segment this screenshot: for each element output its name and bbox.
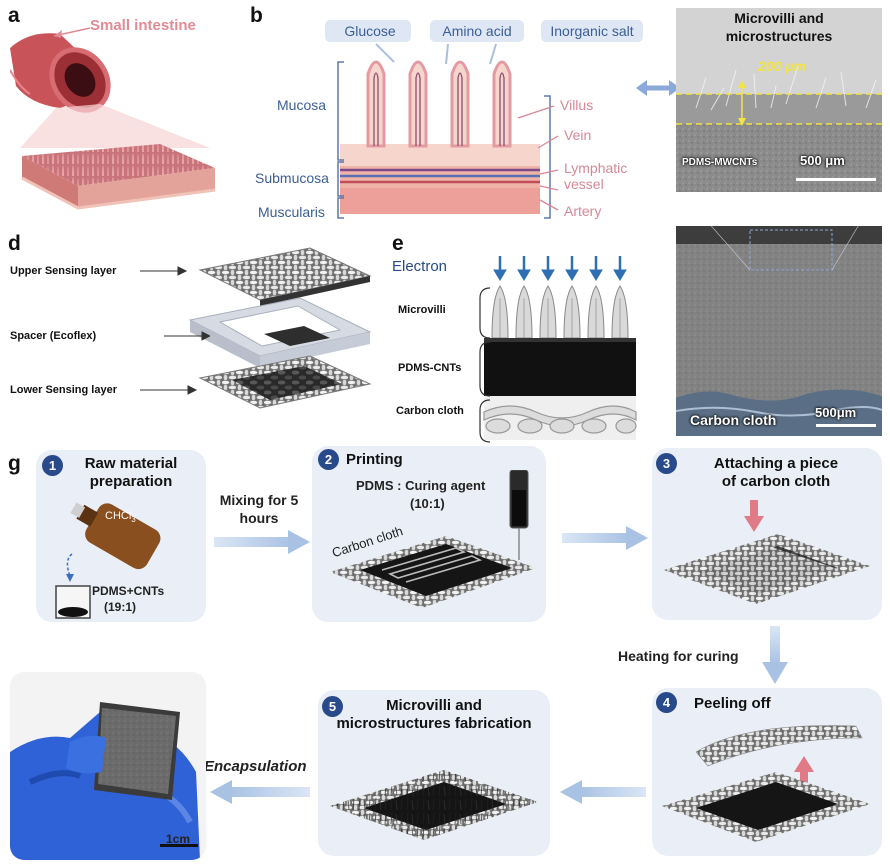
- sem-image-c: [676, 8, 882, 192]
- pdms-mwcnts-label: PDMS-MWCNTs: [682, 157, 758, 168]
- photo-scale-label: 1cm: [166, 832, 191, 846]
- step-1-title-2: preparation: [89, 473, 173, 490]
- panel-c-sem: [676, 8, 882, 192]
- microvilli-layer-label: Microvilli: [398, 304, 446, 316]
- panel-label-e: e: [392, 232, 404, 255]
- step-5-badge: 5: [322, 696, 343, 717]
- step-4-title: Peeling off: [694, 695, 771, 712]
- sem-image-f: [675, 185, 883, 436]
- small-intestine-label: Small intestine: [90, 17, 196, 34]
- height-measure-label: 200 μm: [758, 58, 807, 74]
- panel-d-exploded-view: [180, 240, 380, 420]
- panel-b: [258, 14, 648, 228]
- villus-cross-section: [325, 20, 643, 219]
- heating-label: Heating for curing: [618, 648, 739, 664]
- submucosa-label: Submucosa: [255, 170, 329, 186]
- printing-illustration: [330, 470, 536, 608]
- amino-acid-label: Amino acid: [442, 23, 512, 39]
- lymphatic-label-2: vessel: [564, 176, 604, 192]
- step-5-title-1: Microvilli and: [386, 697, 482, 714]
- gloved-hand-holding-sensor: [10, 672, 206, 860]
- step-2-badge: 2: [318, 449, 339, 470]
- panel-c-title-1: Microvilli and: [734, 10, 824, 26]
- scale-label-f: 500μm: [815, 405, 857, 420]
- lymphatic-label-1: Lymphatic: [564, 160, 628, 176]
- step-1-badge: 1: [42, 455, 63, 476]
- panel-e-braces: [479, 287, 491, 443]
- panel-f-sem: [675, 185, 883, 436]
- electrode-stack-illustration: [483, 256, 637, 440]
- scale-label-c: 500 μm: [800, 153, 845, 168]
- syringe-ratio-label-1: PDMS : Curing agent: [356, 478, 486, 493]
- spacer-label: Spacer (Ecoflex): [10, 330, 97, 342]
- carbon-cloth-sem-label: Carbon cloth: [690, 412, 777, 428]
- mucosa-label: Mucosa: [277, 97, 327, 113]
- device-photo: [10, 672, 206, 860]
- villus-label: Villus: [560, 97, 594, 113]
- mixing-label-1: Mixing for 5: [219, 492, 299, 508]
- step-4-badge: 4: [656, 692, 677, 713]
- step-3-title-1: Attaching a piece: [713, 455, 839, 472]
- attach-cloth-illustration: [664, 500, 870, 604]
- mixing-label-2: hours: [239, 510, 279, 526]
- step-3-title-2: of carbon cloth: [721, 473, 831, 490]
- panel-label-d: d: [8, 232, 21, 255]
- beaker-label-2: (19:1): [104, 600, 137, 614]
- muscularis-label: Muscularis: [258, 204, 325, 220]
- vein-label: Vein: [564, 127, 592, 143]
- organ-pointer-arrow: [53, 27, 91, 38]
- inorganic-salt-label: Inorganic salt: [550, 23, 634, 39]
- electron-label: Electron: [392, 258, 448, 275]
- panel-d-pointer-arrows: [140, 266, 210, 395]
- step-2-title: Printing: [346, 451, 403, 468]
- microvilli-fabrication-illustration: [330, 770, 538, 840]
- small-intestine-illustration: [9, 33, 216, 210]
- panel-label-g: g: [8, 452, 21, 475]
- mixing-arrow-icon: [214, 530, 310, 554]
- step-1-title-1: Raw material: [84, 455, 178, 472]
- chcl3-bottle-and-beaker: [55, 502, 161, 619]
- heating-arrow-icon: [762, 626, 788, 684]
- arrow-4-to-5-icon: [560, 780, 646, 804]
- step-3-badge: 3: [656, 453, 677, 474]
- arrow-2-to-3-icon: [562, 526, 648, 550]
- encapsulation-label: Encapsulation: [204, 758, 307, 775]
- panel-c-title-2: microstructures: [725, 28, 833, 44]
- double-arrow-icon: [636, 80, 680, 96]
- pdms-cnts-layer-label: PDMS-CNTs: [398, 362, 462, 374]
- syringe-ratio-label-2: (10:1): [410, 496, 445, 511]
- step-5-title-2: microstructures fabrication: [336, 715, 532, 732]
- panel-label-a: a: [8, 4, 20, 27]
- peeling-illustration: [662, 725, 870, 842]
- lower-sensing-layer-label: Lower Sensing layer: [10, 384, 117, 396]
- panel-e-stack: [480, 254, 640, 444]
- chcl3-bottle-label: CHCl3: [105, 510, 136, 525]
- sensor-layers-illustration: [188, 247, 372, 409]
- beaker-label-1: PDMS+CNTs: [92, 584, 165, 598]
- glucose-label: Glucose: [344, 23, 396, 39]
- artery-label: Artery: [564, 203, 602, 219]
- panel-label-b: b: [250, 4, 263, 27]
- encapsulation-arrow-icon: [210, 780, 310, 804]
- upper-sensing-layer-label: Upper Sensing layer: [10, 265, 117, 277]
- panel-a: [9, 8, 230, 228]
- carbon-cloth-layer-label: Carbon cloth: [396, 405, 464, 417]
